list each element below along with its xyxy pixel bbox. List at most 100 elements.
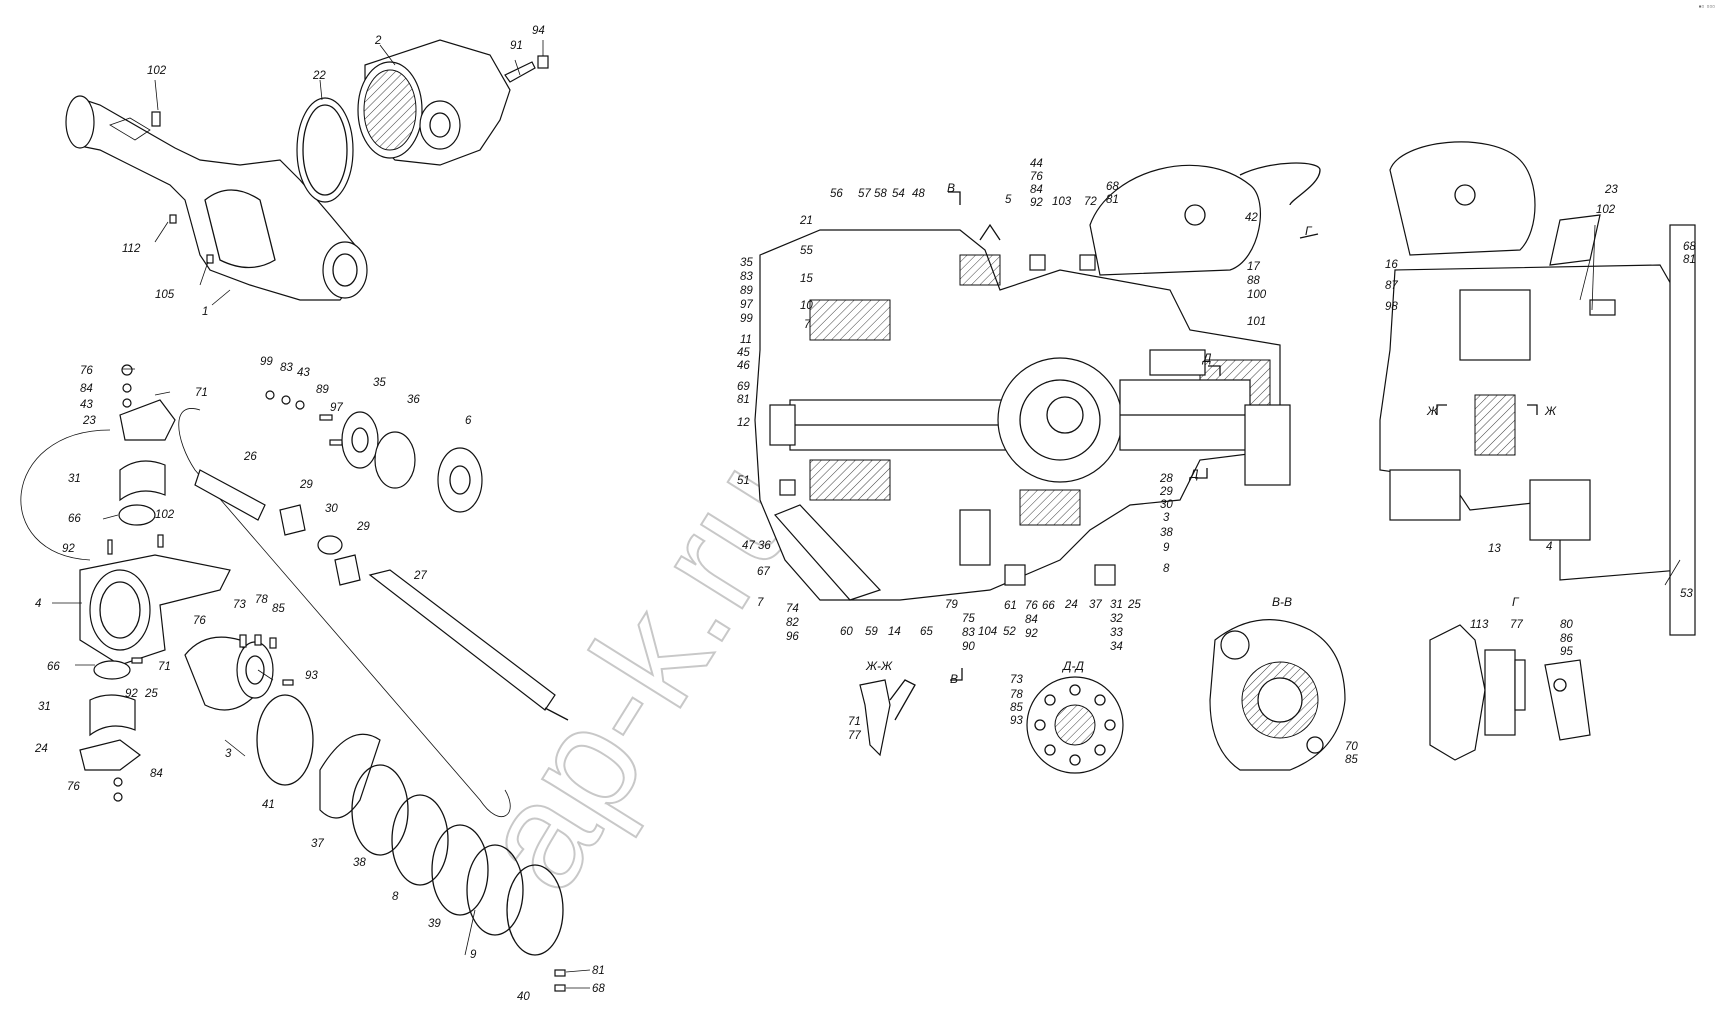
label: 99 (260, 356, 273, 368)
label: 30 (325, 503, 338, 515)
section-label: Ж (1544, 404, 1557, 418)
label: 59 (865, 626, 878, 638)
label: 4 (1546, 541, 1552, 553)
label: 66 (47, 661, 60, 673)
label: 68 (592, 983, 605, 995)
label: 51 (737, 475, 750, 487)
label: 76 (80, 365, 93, 377)
label: 54 (892, 188, 905, 200)
label: 79 (945, 599, 958, 611)
label: 76 (67, 781, 80, 793)
label: 89 (316, 384, 329, 396)
label: 83 (962, 627, 975, 639)
label: 67 (757, 566, 770, 578)
label: 97 (330, 402, 343, 414)
label: 29 (356, 521, 370, 533)
label: 37 (1089, 599, 1102, 611)
label: 26 (243, 451, 257, 463)
label: 35 (373, 377, 386, 389)
label: 38 (1160, 527, 1173, 539)
label: 85 (1345, 754, 1358, 766)
label: 68 (1106, 181, 1119, 193)
section-label: Д (1201, 351, 1212, 365)
label: 9 (1163, 542, 1170, 554)
section-label: Д (1188, 467, 1199, 481)
label: 55 (800, 245, 813, 257)
label: 77 (1510, 619, 1523, 631)
label: 92 (1025, 628, 1038, 640)
label: 71 (195, 387, 208, 399)
label: 21 (799, 215, 813, 227)
label: 31 (38, 701, 51, 713)
label: 11 (740, 334, 752, 346)
part-labels: 102 2 22 91 94 112 105 1 76 84 43 71 23 … (34, 25, 1696, 1003)
label: 102 (155, 509, 175, 521)
label: 84 (1025, 614, 1038, 626)
label: 81 (1106, 194, 1119, 206)
label: 83 (740, 271, 753, 283)
label: 44 (1030, 158, 1043, 170)
label: 43 (297, 367, 310, 379)
label: 84 (80, 383, 93, 395)
label: 8 (392, 891, 399, 903)
label: 100 (1247, 289, 1267, 301)
label: 84 (150, 768, 163, 780)
label: 73 (233, 599, 246, 611)
label: 24 (34, 743, 48, 755)
section-labels: В В Г Д Д Ж Ж В-В Д-Д Ж-Ж Г (865, 181, 1557, 686)
label: 1 (202, 306, 208, 318)
label: 22 (312, 70, 326, 82)
label: 65 (920, 626, 933, 638)
label: 92 (62, 543, 75, 555)
label: 76 (1025, 600, 1038, 612)
label: 74 (786, 603, 799, 615)
label: 7 (804, 319, 811, 331)
label: 81 (592, 965, 605, 977)
label: 30 (1160, 499, 1173, 511)
label: 45 (737, 347, 750, 359)
label: 83 (280, 362, 293, 374)
hub-parts (184, 634, 566, 992)
label: 39 (428, 918, 441, 930)
view-title: В-В (1272, 595, 1292, 609)
label: 96 (786, 631, 799, 643)
label: 14 (888, 626, 901, 638)
label: 92 (125, 688, 138, 700)
label: 103 (1052, 196, 1072, 208)
label: 40 (517, 991, 530, 1003)
main-section (754, 162, 1321, 601)
label: 35 (740, 257, 753, 269)
label: 7 (757, 597, 764, 609)
differential-housing-group (357, 39, 511, 166)
label: 102 (147, 65, 167, 77)
label: 86 (1560, 633, 1573, 645)
label: 69 (737, 381, 750, 393)
label: 98 (1385, 301, 1398, 313)
label: 92 (1030, 197, 1043, 209)
label: 97 (740, 299, 753, 311)
label: 48 (912, 188, 925, 200)
label: 71 (848, 716, 861, 728)
label: 102 (1596, 204, 1616, 216)
label: 2 (374, 35, 382, 47)
label: 25 (144, 688, 158, 700)
label: 93 (305, 670, 318, 682)
label: 9 (470, 949, 477, 961)
label: 91 (510, 40, 523, 52)
view-vv (1209, 619, 1346, 771)
label: 4 (35, 598, 41, 610)
label: 94 (532, 25, 545, 37)
label: 41 (262, 799, 275, 811)
label: 12 (737, 417, 750, 429)
label: 13 (1488, 543, 1501, 555)
label: 29 (1159, 486, 1173, 498)
label: 76 (193, 615, 206, 627)
label: 56 (830, 188, 843, 200)
label: 78 (1010, 689, 1023, 701)
label: 61 (1004, 600, 1017, 612)
label: 5 (1005, 194, 1012, 206)
section-marks (948, 191, 1538, 681)
label: 8 (1163, 563, 1170, 575)
label: 71 (158, 661, 171, 673)
section-label: В (950, 672, 958, 686)
